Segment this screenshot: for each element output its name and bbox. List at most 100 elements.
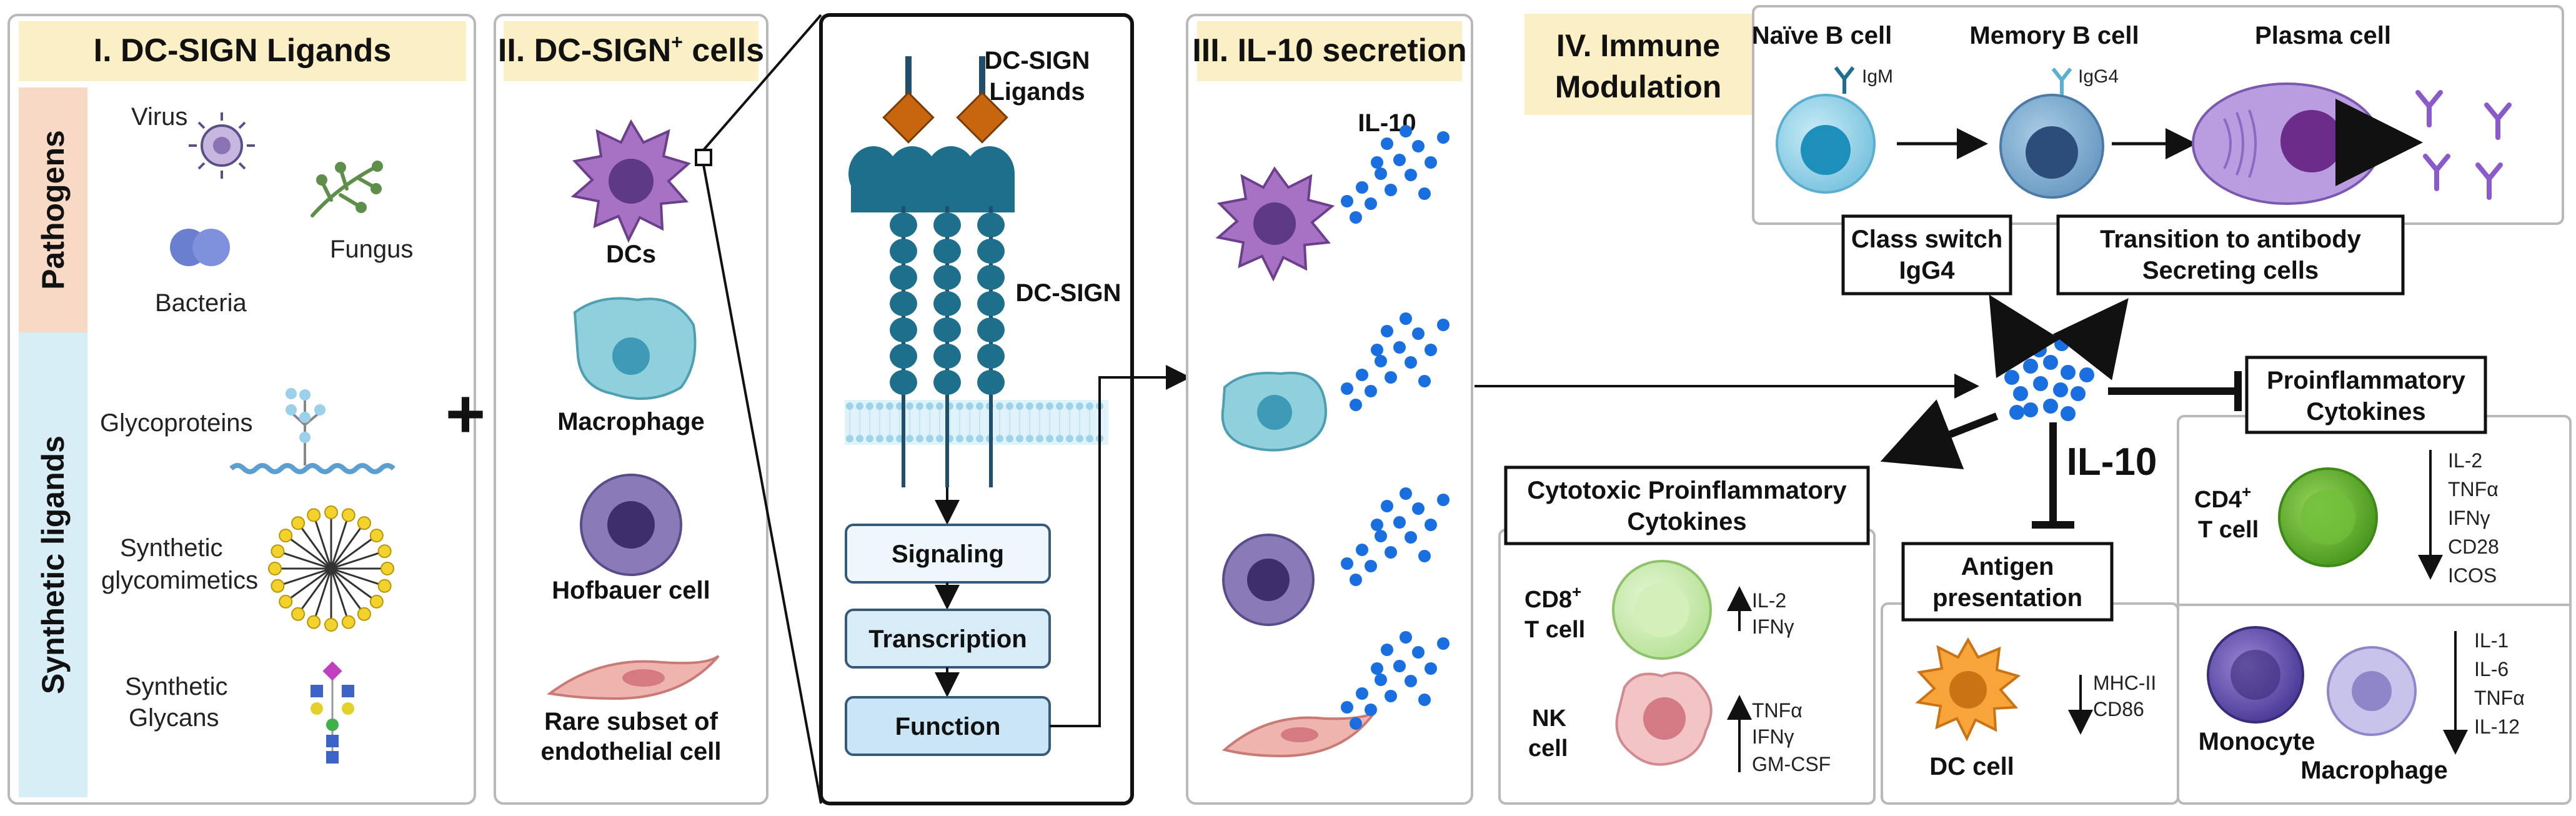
neck-repeat xyxy=(977,317,1005,342)
naive-b-cell-icon xyxy=(1776,66,1876,194)
bacteria-label: Bacteria xyxy=(155,289,247,317)
membrane-lipid xyxy=(1056,435,1063,442)
il10-molecule xyxy=(1425,519,1437,531)
il10-molecule xyxy=(1418,694,1431,706)
membrane-lipid xyxy=(926,402,933,410)
cd4-t-cell-icon xyxy=(2278,467,2378,567)
hofbauer-label: Hofbauer cell xyxy=(552,577,710,604)
antibody xyxy=(2475,162,2503,200)
il10-molecule xyxy=(1341,557,1353,570)
cytotoxic-label-2: Cytokines xyxy=(1627,508,1746,535)
il10-molecule xyxy=(1385,184,1397,196)
dendrimer-arm xyxy=(331,567,385,587)
dendrimer-sugar xyxy=(369,594,384,609)
membrane-lipid xyxy=(846,435,853,442)
il10-molecule xyxy=(1375,674,1387,686)
dendrimer-sugar xyxy=(341,615,356,629)
dendrimer-sugar xyxy=(279,594,293,609)
membrane-lipid xyxy=(916,435,923,442)
dendrimer-arm xyxy=(277,567,332,587)
transition-box xyxy=(2056,214,2405,296)
crd-base xyxy=(851,175,1015,212)
il10-molecule xyxy=(1350,211,1362,224)
class-switch-label-1: Class switch xyxy=(1851,226,2002,253)
dc-cell-p4-label: DC cell xyxy=(1929,753,2014,780)
neck-repeat xyxy=(890,317,917,342)
neck-repeat xyxy=(977,265,1005,290)
il10-molecule xyxy=(1356,181,1368,194)
hub-to-class-switch-arrow xyxy=(1989,294,2061,379)
dendrimer-sugar xyxy=(324,618,338,632)
dendrimer-sugar xyxy=(377,579,392,593)
dendrimer-sugar xyxy=(279,529,293,543)
secreting-hofbauer-icon xyxy=(1222,534,1315,626)
membrane-lipid xyxy=(906,435,913,442)
dendrimer-arm xyxy=(312,514,332,569)
il10-molecule xyxy=(1400,487,1412,500)
il10-molecule xyxy=(1356,687,1368,700)
neck-repeat xyxy=(890,212,917,237)
cell-membrane xyxy=(845,400,1108,445)
neck-repeat xyxy=(933,265,961,290)
neck-repeat xyxy=(890,291,917,316)
glycomimetic-dendrimer-icon xyxy=(268,505,394,632)
panel-dc-sign-ligands: I. DC-SIGN Ligands Pathogens Synthetic l… xyxy=(7,14,476,805)
il10-molecule xyxy=(1341,701,1353,714)
membrane-lipid xyxy=(1036,402,1043,410)
endothelial-label-2: endothelial cell xyxy=(541,738,722,765)
dendrimer-sugar xyxy=(271,579,285,593)
membrane-lipid xyxy=(926,435,933,442)
mono-cytokine-list: IL-1 IL-6 TNFα IL-12 xyxy=(2474,629,2525,738)
dcs-label: DCs xyxy=(606,241,656,268)
membrane-lipid xyxy=(846,402,853,410)
il10-molecule xyxy=(1371,344,1383,356)
il10-molecule xyxy=(2023,402,2038,417)
membrane-lipid xyxy=(1046,402,1053,410)
il10-molecule xyxy=(1385,690,1397,702)
neck-repeat xyxy=(977,291,1005,316)
il10-molecule xyxy=(2033,376,2048,391)
il10-molecule xyxy=(1425,344,1437,356)
panel4-title-1: IV. Immune xyxy=(1556,28,1720,63)
dc-marker: CD86 xyxy=(2093,698,2144,720)
dendrimer-sugar xyxy=(268,562,282,575)
fungus-icon xyxy=(311,161,383,217)
hofbauer-cell-icon xyxy=(580,474,682,576)
panel1-header xyxy=(19,21,466,81)
il10-molecule xyxy=(1371,662,1383,675)
panel2-header xyxy=(504,21,758,81)
cd4-cytokine: CD28 xyxy=(2448,535,2499,558)
zoom-receptor-label: DC-SIGN xyxy=(1016,279,1121,307)
plasma-cell-icon xyxy=(2192,82,2423,205)
il10-molecule xyxy=(1418,550,1431,562)
neck-repeat xyxy=(890,265,917,290)
neck-repeat xyxy=(977,344,1005,369)
macrophage-label: Macrophage xyxy=(557,408,705,435)
membrane-lipid xyxy=(916,402,923,410)
membrane-lipid xyxy=(876,435,883,442)
plus-sign: + xyxy=(445,376,485,452)
il10-hub-dots xyxy=(2002,336,2094,421)
nk-label-1: NK xyxy=(1532,705,1566,732)
endothelial-cell-icon xyxy=(547,655,720,700)
membrane-lipid xyxy=(1046,435,1053,442)
membrane-lipid xyxy=(936,402,943,410)
dendrimer-arm xyxy=(285,567,332,603)
membrane-lipid xyxy=(906,402,913,410)
il10-molecule xyxy=(1393,660,1406,672)
il10-molecule xyxy=(1437,637,1450,650)
dendrimer-arm xyxy=(277,550,332,570)
dendrimer-arm xyxy=(330,522,366,569)
il10-molecule xyxy=(1425,156,1437,169)
membrane-lipid xyxy=(856,435,863,442)
nk-label-2: cell xyxy=(1528,735,1568,762)
membrane-lipid xyxy=(1076,402,1083,410)
il10-molecule xyxy=(1437,131,1450,144)
il10-molecule xyxy=(1375,355,1387,367)
dendrimer-sugar xyxy=(377,544,392,559)
membrane-lipid xyxy=(1066,402,1073,410)
nk-cytokine: TNFα xyxy=(1752,699,1803,722)
ligand-diamonds xyxy=(882,56,1008,144)
mono-cytokine: TNFα xyxy=(2474,687,2525,709)
membrane-lipid xyxy=(1006,402,1013,410)
